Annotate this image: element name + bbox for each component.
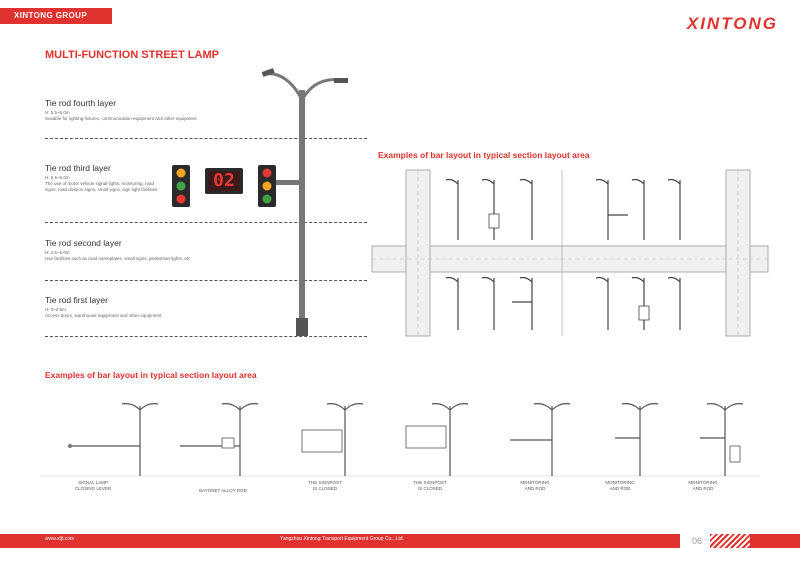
divider	[45, 280, 367, 281]
intersection-plan-diagram	[371, 169, 769, 337]
section-right-title: Examples of bar layout in typical sectio…	[378, 150, 590, 160]
countdown-display: 02	[205, 168, 243, 194]
layer-fourth: Tie rod fourth layer H: 5.5~6.0m Suitabl…	[45, 98, 307, 122]
example-label: BAYONET ALLOY ROD	[199, 488, 247, 493]
company-logo: XINTONG	[686, 14, 778, 33]
page-title: MULTI-FUNCTION STREET LAMP	[45, 49, 219, 61]
section-bottom-title: Examples of bar layout in typical sectio…	[45, 370, 257, 380]
layer-third: Tie rod third layer H: 5.5~6.0m The use …	[45, 163, 165, 193]
bar-layout-examples	[40, 403, 760, 477]
layer-height: H: 5.5~6.0m	[45, 175, 70, 180]
layer-height: H: 5.5~6.0m	[45, 110, 70, 115]
layer-desc: Suitable for lighting fixtures, communic…	[45, 116, 197, 121]
divider	[45, 222, 367, 223]
footer-url[interactable]: www.xtjt.com	[45, 536, 75, 542]
layer-height: H: 2.5~5.0m	[45, 250, 70, 255]
layer-desc: Access doors, warehouse equipment and ot…	[45, 313, 162, 318]
layer-first: Tie rod first layer H: 0~2.5m Access doo…	[45, 295, 307, 319]
layer-name: Tie rod third layer	[45, 163, 111, 173]
layer-name: Tie rod first layer	[45, 295, 108, 305]
layer-name: Tie rod fourth layer	[45, 98, 117, 108]
footer-bar	[0, 534, 800, 548]
brand-tab: XINTONG GROUP	[0, 8, 112, 24]
layer-height: H: 0~2.5m	[45, 307, 66, 312]
layer-name: Tie rod second layer	[45, 238, 122, 248]
footer-company: Yangzhou Xintong Transport Equipment Gro…	[280, 536, 404, 542]
divider	[45, 336, 367, 337]
left-signal-head-icon	[172, 165, 190, 207]
layer-desc: Use facilities such as road nameplates, …	[45, 256, 191, 261]
layer-second: Tie rod second layer H: 2.5~5.0m Use fac…	[45, 238, 307, 262]
layer-desc: The use of motor vehicle signal lights, …	[45, 181, 158, 192]
page-number: 06	[692, 536, 703, 546]
footer-stripes	[710, 534, 750, 548]
divider	[45, 138, 367, 139]
right-signal-head-icon	[258, 165, 276, 207]
countdown-digits: 02	[208, 171, 240, 191]
